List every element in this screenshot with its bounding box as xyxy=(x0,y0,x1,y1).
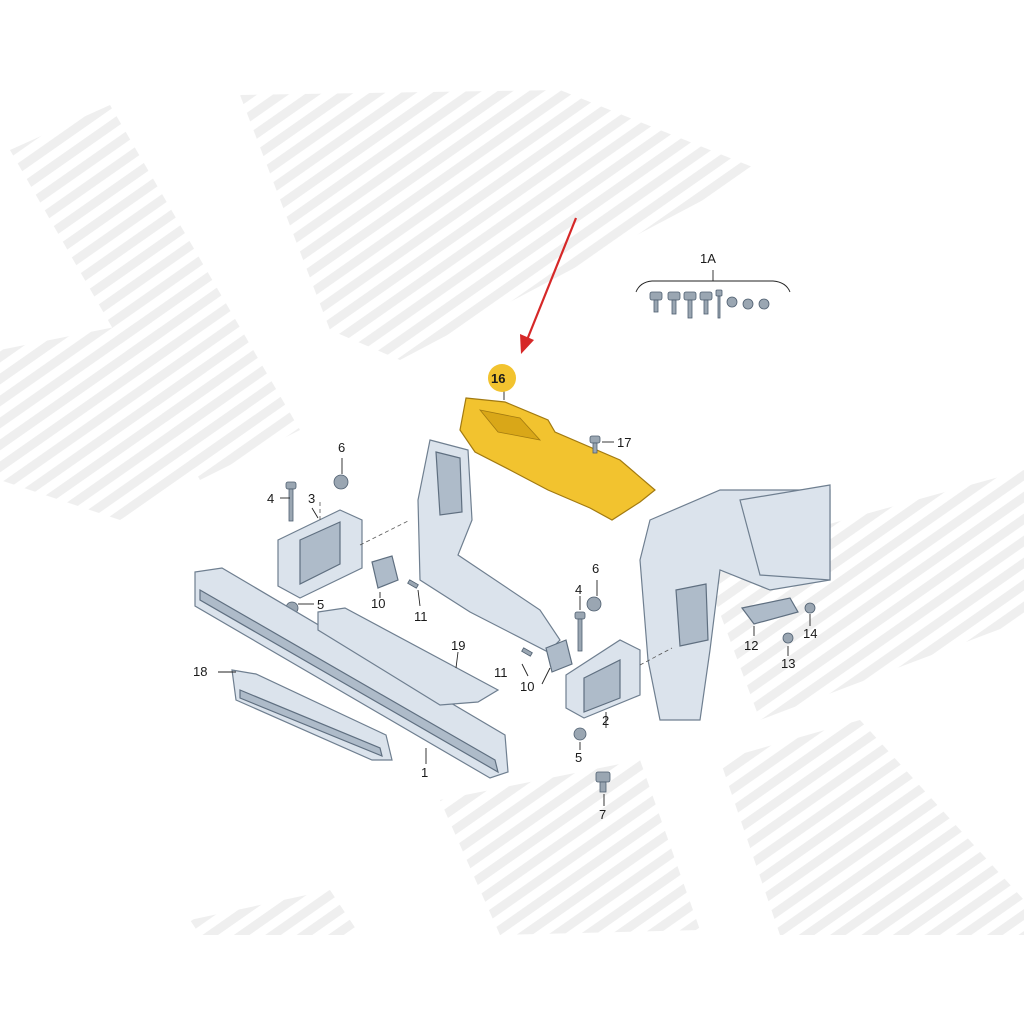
pointer-arrow xyxy=(520,217,578,354)
highlight-marker xyxy=(488,364,516,392)
callout-labels: 1A 16 17 6 4 3 5 10 11 19 18 1 6 4 11 10… xyxy=(193,251,817,822)
part-19-trim xyxy=(317,607,500,706)
callout-13: 13 xyxy=(781,656,795,671)
watermark xyxy=(0,90,1024,935)
callout-16: 16 xyxy=(491,371,505,386)
callout-14: 14 xyxy=(803,626,817,641)
part-1-bumper-bar xyxy=(194,567,509,779)
callout-5-right: 5 xyxy=(575,750,582,765)
callout-1: 1 xyxy=(421,765,428,780)
callout-11-right: 11 xyxy=(494,665,508,680)
callout-11-left: 11 xyxy=(414,609,428,624)
callout-10-right: 10 xyxy=(520,679,534,694)
callout-3: 3 xyxy=(308,491,315,506)
part-18-absorber xyxy=(231,669,393,761)
part-16-air-duct xyxy=(459,397,656,521)
part-10-bracket-left xyxy=(371,555,399,589)
callout-18: 18 xyxy=(193,664,207,679)
callout-4-left: 4 xyxy=(267,491,274,506)
callout-7: 7 xyxy=(599,807,606,822)
callout-17: 17 xyxy=(617,435,631,450)
callout-4-right: 4 xyxy=(575,582,582,597)
callout-5-left: 5 xyxy=(317,597,324,612)
part-3-crash-box-left xyxy=(277,500,411,599)
part-10-bracket-right xyxy=(545,639,573,673)
callout-1A: 1A xyxy=(700,251,716,266)
fastener-kit-1A xyxy=(635,270,791,319)
callout-6-right: 6 xyxy=(592,561,599,576)
part-2-crash-box-right xyxy=(565,639,673,719)
part-17-bolt xyxy=(589,435,614,454)
callout-6-left: 6 xyxy=(338,440,345,455)
callout-10-left: 10 xyxy=(371,596,385,611)
parts-12-14 xyxy=(740,597,816,644)
callout-19: 19 xyxy=(451,638,465,653)
leader-lines xyxy=(218,388,811,806)
callout-12: 12 xyxy=(744,638,758,653)
lock-carrier-frame xyxy=(417,439,561,653)
side-member xyxy=(639,484,831,721)
callout-2: 2 xyxy=(602,713,609,728)
